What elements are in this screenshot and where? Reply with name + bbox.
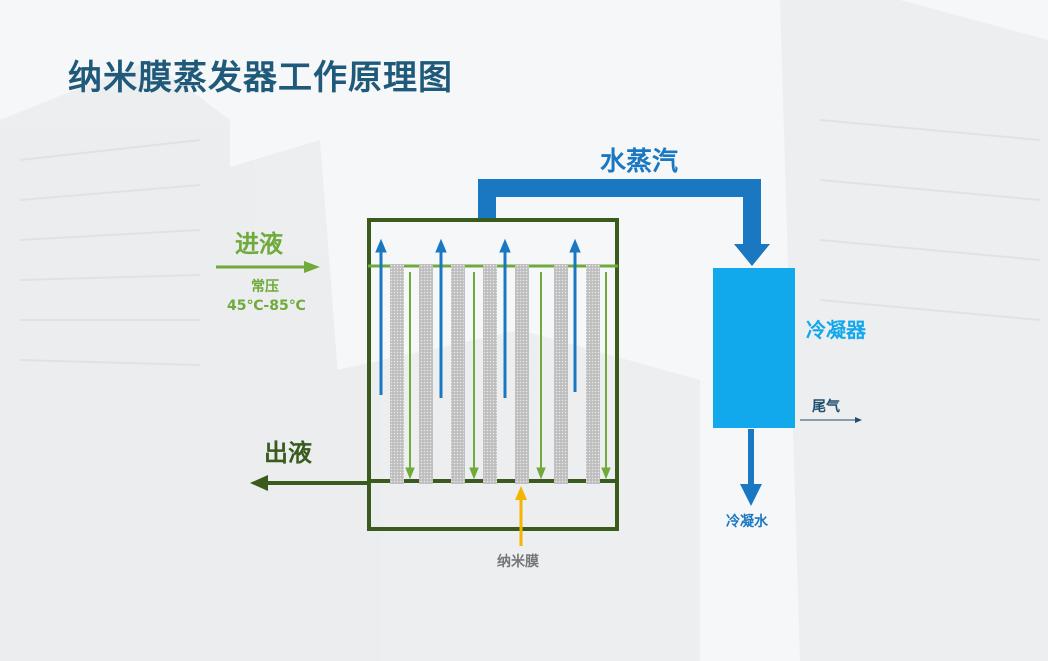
membrane-tube (554, 264, 568, 484)
tail-gas-arrow-head (855, 417, 862, 423)
evaporator-vessel (367, 218, 619, 531)
inlet-arrow-head (304, 261, 320, 273)
membrane-tube (515, 264, 529, 484)
vapor-arrow-head (734, 244, 770, 266)
vapor-up-arrows (375, 238, 581, 398)
membrane-tube (586, 264, 600, 484)
inlet-label: 进液 (235, 230, 283, 258)
temperature-label: 45℃-85℃ (227, 298, 306, 314)
liquid-down-arrows (405, 272, 611, 480)
outlet-arrow-head (250, 475, 268, 491)
condenser-block (713, 268, 795, 428)
membrane-label: 纳米膜 (497, 553, 539, 570)
vapor-pipe (478, 179, 761, 244)
membrane-tube (483, 264, 497, 484)
membrane-pointer-head (515, 486, 527, 500)
pressure-label: 常压 (251, 278, 279, 295)
outlet-label: 出液 (264, 439, 312, 467)
condensate-arrow-head (740, 484, 762, 506)
vapor-label: 水蒸汽 (600, 147, 678, 177)
page-title: 纳米膜蒸发器工作原理图 (68, 58, 453, 98)
condensate-label: 冷凝水 (726, 513, 769, 530)
condenser-label: 冷凝器 (806, 318, 867, 342)
tail-gas-label: 尾气 (812, 398, 840, 415)
membrane-tube (451, 264, 465, 484)
membrane-tube (419, 264, 433, 484)
membrane-tube (390, 264, 404, 484)
